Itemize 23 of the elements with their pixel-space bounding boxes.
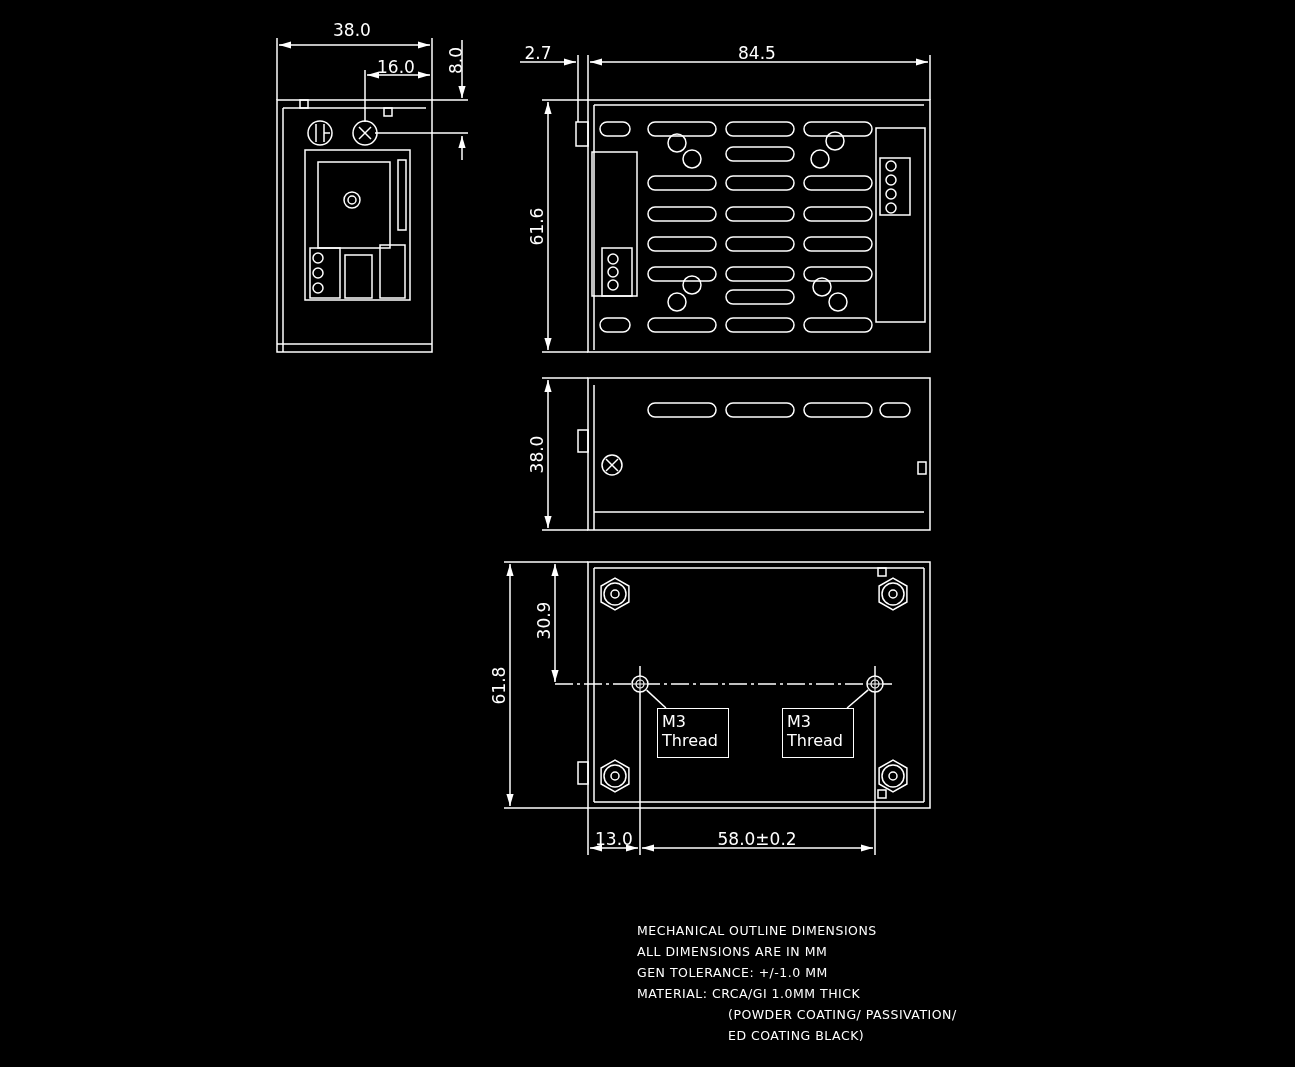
note-text: (POWDER COATING/ PASSIVATION/ bbox=[728, 1009, 957, 1022]
dimension-value: 84.5 bbox=[738, 44, 776, 62]
dimension-value: 58.0±0.2 bbox=[717, 830, 797, 848]
leader-line bbox=[846, 689, 869, 709]
dimension-value: 30.9 bbox=[536, 601, 554, 639]
dimension-value: 38.0 bbox=[333, 21, 371, 39]
note-text: MATERIAL: CRCA/GI 1.0MM THICK bbox=[637, 988, 861, 1001]
dimension-value: 8.0 bbox=[447, 46, 465, 74]
dimension-value: 16.0 bbox=[377, 58, 415, 76]
dimension-value: 13.0 bbox=[595, 830, 633, 848]
callout-label: M3 Thread bbox=[657, 708, 729, 758]
note-text: ALL DIMENSIONS ARE IN MM bbox=[637, 946, 828, 959]
threaded-hole bbox=[866, 675, 884, 693]
note-text: ED COATING BLACK) bbox=[728, 1030, 865, 1043]
callout-label: M3 Thread bbox=[782, 708, 854, 758]
dimension-value: 61.6 bbox=[529, 207, 547, 245]
dimension-value: 2.7 bbox=[524, 44, 552, 62]
dimension-value: 38.0 bbox=[529, 435, 547, 473]
dimension-value: 61.8 bbox=[491, 666, 509, 704]
note-text: MECHANICAL OUTLINE DIMENSIONS bbox=[637, 925, 877, 938]
threaded-hole bbox=[631, 675, 649, 693]
leader-line bbox=[645, 689, 667, 709]
note-text: GEN TOLERANCE: +/-1.0 MM bbox=[637, 967, 828, 980]
